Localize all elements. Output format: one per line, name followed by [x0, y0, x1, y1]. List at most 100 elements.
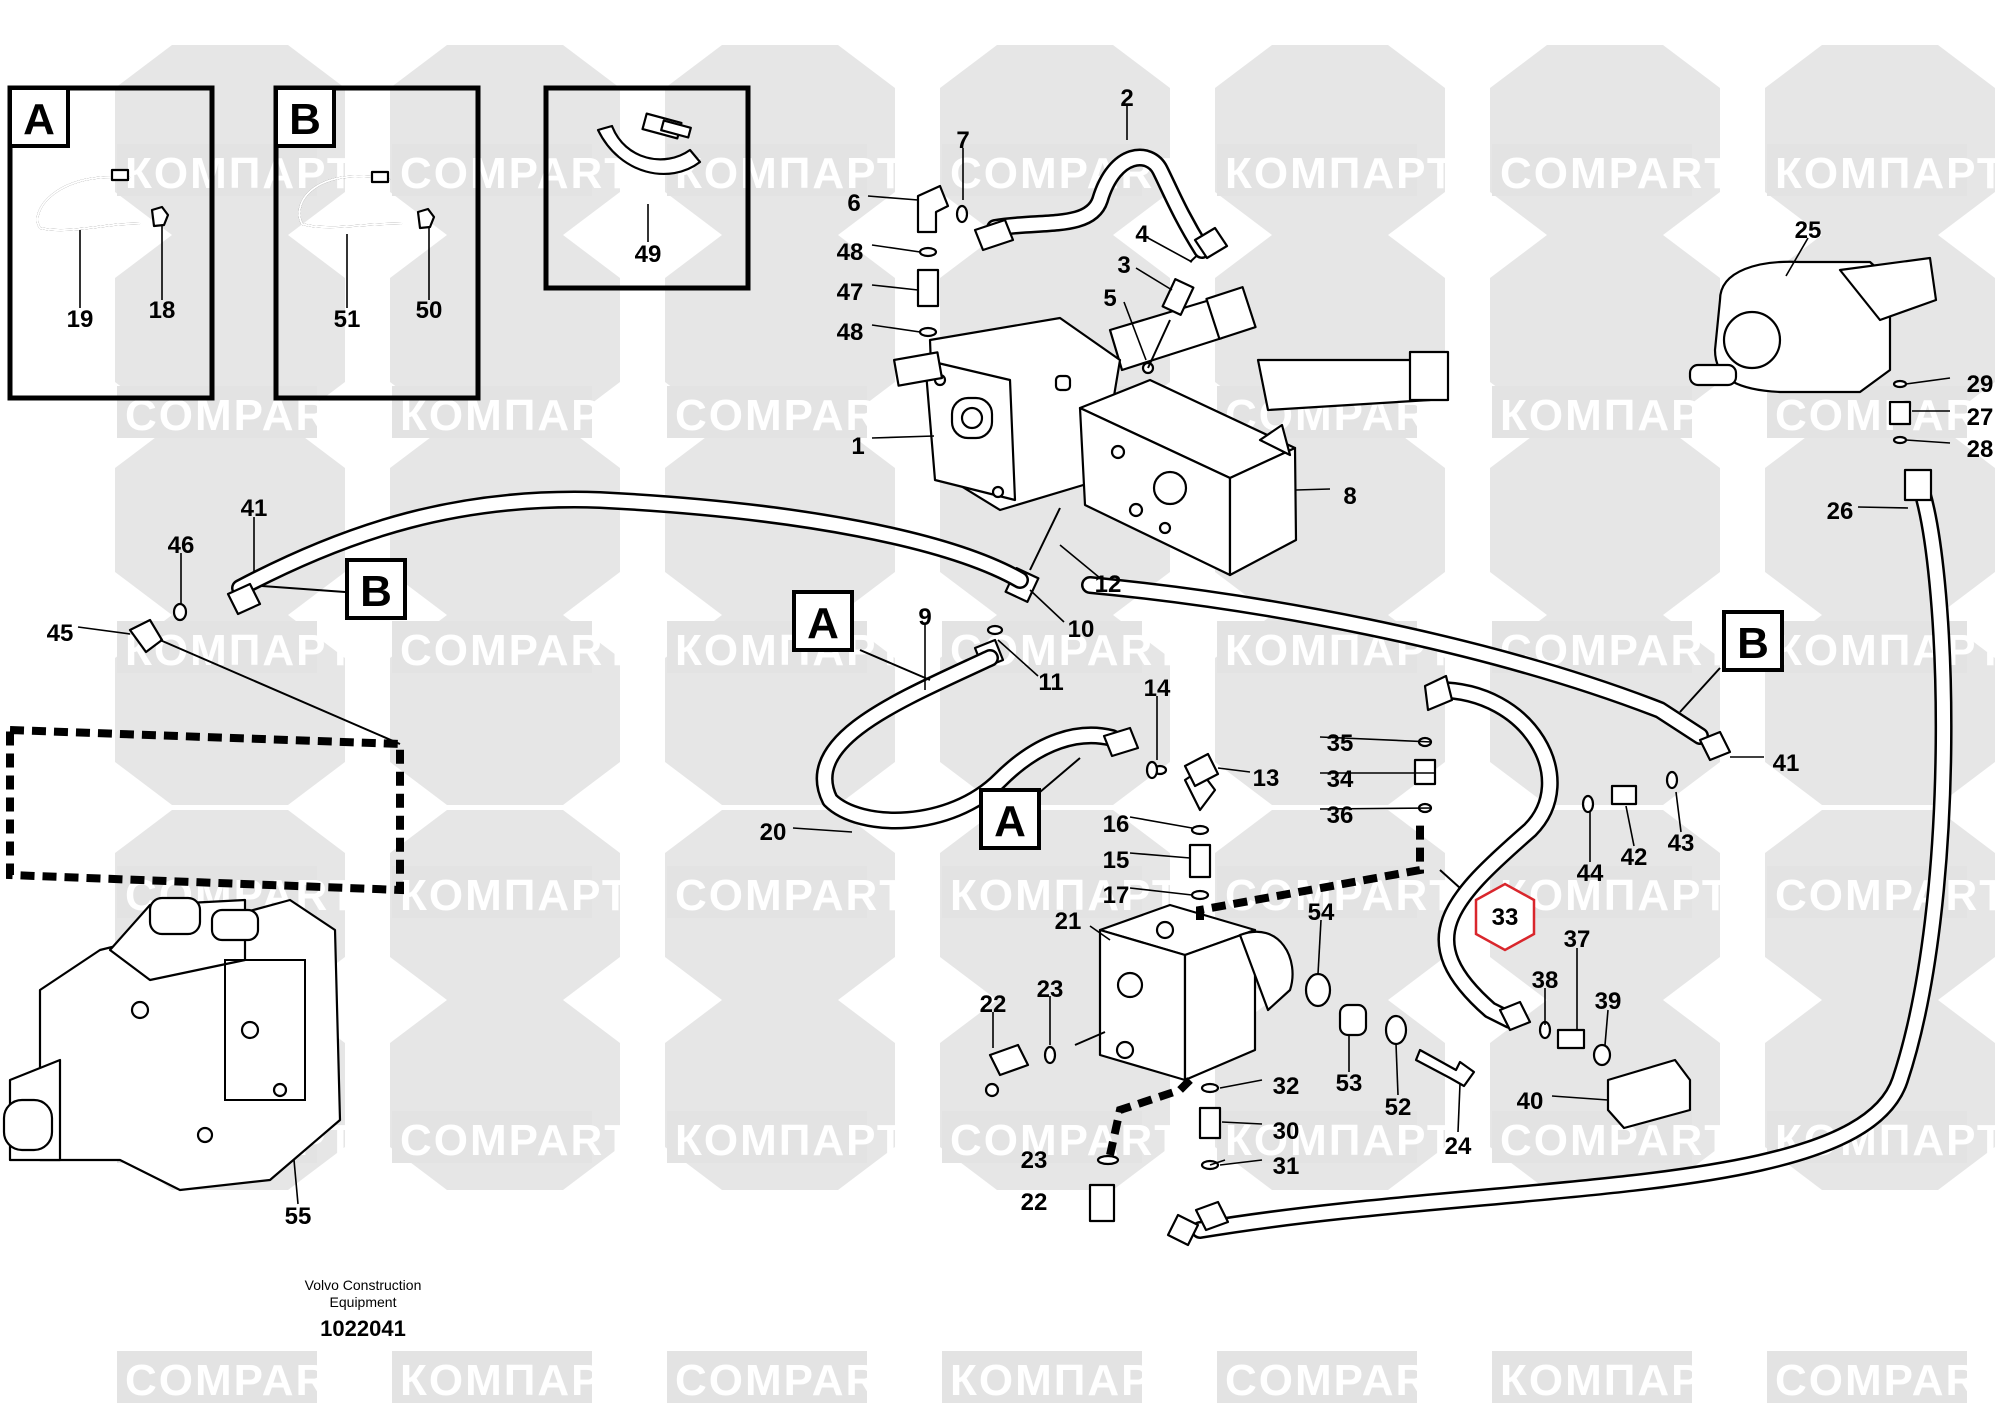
callout-c31[interactable]: 31	[1273, 1153, 1300, 1180]
callout-c43[interactable]: 43	[1668, 830, 1695, 857]
watermark-text: КОМПАРТ	[1225, 1116, 1456, 1165]
left-assembly	[2, 602, 404, 1192]
callout-c3[interactable]: 3	[1117, 252, 1130, 279]
watermark-text: КОМПАРТ	[1775, 149, 2000, 198]
callout-c37[interactable]: 37	[1564, 926, 1591, 953]
leader-line	[867, 195, 919, 201]
callout-c11[interactable]: 11	[1038, 669, 1063, 696]
watermark-hex	[115, 425, 345, 615]
footer: Volvo Construction Equipment 1022041	[305, 1277, 422, 1341]
callout-c6[interactable]: 6	[847, 190, 860, 217]
highlighted-callout-text: 33	[1492, 904, 1519, 931]
callout-c55[interactable]: 55	[285, 1203, 312, 1230]
callout-c48b[interactable]: 48	[837, 319, 864, 346]
callout-c5[interactable]: 5	[1103, 285, 1116, 312]
callout-c32[interactable]: 32	[1273, 1073, 1300, 1100]
leader-line	[1129, 852, 1191, 859]
callout-c18[interactable]: 18	[149, 297, 176, 324]
detail-frame-clip	[543, 85, 751, 291]
leader-line	[871, 244, 921, 253]
callout-c42[interactable]: 42	[1621, 844, 1648, 871]
callout-c22b[interactable]: 22	[1021, 1189, 1048, 1216]
leader-line	[1604, 1009, 1609, 1046]
watermark-text: COMPART	[1775, 871, 2000, 920]
callout-c15[interactable]: 15	[1103, 847, 1130, 874]
leader-line	[1857, 506, 1909, 509]
callout-c47[interactable]: 47	[837, 279, 864, 306]
leader-line	[1135, 267, 1173, 291]
watermark-hex	[1215, 45, 1445, 235]
callout-c8[interactable]: 8	[1343, 483, 1356, 510]
ref-marker-a-bottom: A	[979, 757, 1081, 850]
callout-c19[interactable]: 19	[67, 306, 94, 333]
footer-maker-line2: Equipment	[330, 1294, 397, 1310]
callout-c54[interactable]: 54	[1308, 899, 1335, 926]
callout-c16[interactable]: 16	[1103, 811, 1130, 838]
callout-c20[interactable]: 20	[760, 819, 787, 846]
callout-c17[interactable]: 17	[1103, 882, 1130, 909]
watermark-text: COMPART	[400, 149, 633, 198]
valve-block	[984, 736, 1692, 1232]
callout-c22a[interactable]: 22	[980, 991, 1007, 1018]
callout-c45[interactable]: 45	[47, 620, 74, 647]
ref-marker-a-top: A	[792, 590, 931, 681]
watermark-band	[667, 1351, 867, 1403]
callout-c9[interactable]: 9	[918, 604, 931, 631]
callout-c13[interactable]: 13	[1253, 765, 1280, 792]
callout-c30[interactable]: 30	[1273, 1118, 1300, 1145]
callout-c25[interactable]: 25	[1795, 217, 1822, 244]
leader-line	[1123, 301, 1147, 361]
watermark-hex	[390, 45, 620, 235]
callout-c49[interactable]: 49	[635, 241, 662, 268]
callout-c39[interactable]: 39	[1595, 988, 1622, 1015]
reference-markers: B A A B	[261, 558, 1784, 850]
callout-c1[interactable]: 1	[851, 433, 864, 460]
callout-c52[interactable]: 52	[1385, 1094, 1412, 1121]
watermark-text: КОМПАРТ	[950, 1356, 1181, 1405]
callout-c51[interactable]: 51	[334, 306, 361, 333]
callout-c10[interactable]: 10	[1068, 616, 1095, 643]
callout-c41a[interactable]: 41	[241, 495, 268, 522]
callout-c28[interactable]: 28	[1967, 436, 1994, 463]
highlighted-callout-33[interactable]: 33	[1439, 869, 1536, 952]
callout-c53[interactable]: 53	[1336, 1070, 1363, 1097]
callout-c41b[interactable]: 41	[1773, 750, 1800, 777]
watermark-text: COMPART	[125, 1356, 358, 1405]
callout-c24[interactable]: 24	[1445, 1133, 1472, 1160]
callout-c34[interactable]: 34	[1327, 766, 1354, 793]
pump-assembly	[892, 148, 1450, 670]
callout-c26[interactable]: 26	[1827, 498, 1854, 525]
callout-c7[interactable]: 7	[956, 127, 969, 154]
callout-c23b[interactable]: 23	[1021, 1147, 1048, 1174]
callout-c27[interactable]: 27	[1967, 404, 1994, 431]
watermark-text: КОМПАРТ	[675, 626, 906, 675]
callout-c23a[interactable]: 23	[1037, 976, 1064, 1003]
leader-line	[871, 324, 921, 333]
watermark-text: КОМПАРТ	[950, 871, 1181, 920]
callout-c38[interactable]: 38	[1532, 967, 1559, 994]
callout-c14[interactable]: 14	[1144, 675, 1171, 702]
callout-c36[interactable]: 36	[1327, 802, 1354, 829]
callout-c44[interactable]: 44	[1577, 860, 1604, 887]
watermark-text: КОМПАРТ	[1500, 871, 1731, 920]
leader-line	[77, 626, 131, 635]
callout-c12[interactable]: 12	[1095, 571, 1122, 598]
callout-c29[interactable]: 29	[1967, 371, 1994, 398]
callout-c35[interactable]: 35	[1327, 730, 1354, 757]
watermark-text: COMPART	[675, 871, 908, 920]
leader-line	[871, 284, 919, 291]
svg-text:B: B	[360, 567, 392, 616]
callout-c21[interactable]: 21	[1055, 908, 1082, 935]
leader-line	[1317, 919, 1322, 975]
callout-c46[interactable]: 46	[168, 532, 195, 559]
detail-frame-b: B	[273, 85, 481, 401]
callout-c48a[interactable]: 48	[837, 239, 864, 266]
callout-c4[interactable]: 4	[1135, 221, 1149, 248]
callout-c2[interactable]: 2	[1120, 85, 1133, 112]
callout-c50[interactable]: 50	[416, 297, 443, 324]
callout-c40[interactable]: 40	[1517, 1088, 1544, 1115]
leader-line	[1221, 1121, 1263, 1125]
watermark-hex	[1765, 425, 1995, 615]
svg-text:A: A	[807, 599, 839, 648]
leader-line	[1029, 589, 1065, 623]
